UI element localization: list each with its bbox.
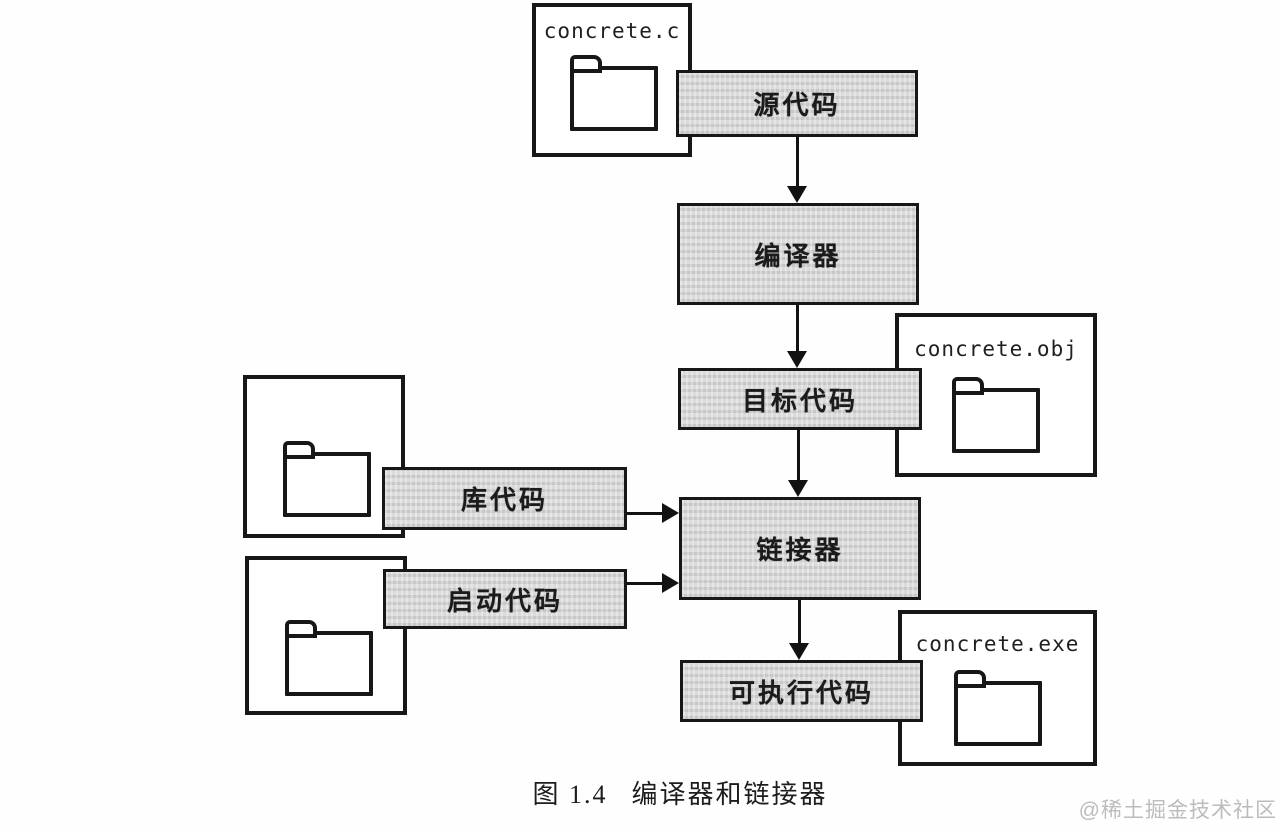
folder-tab	[952, 377, 984, 395]
arrow-object-to-linker-icon	[788, 429, 808, 497]
arrow-shaft	[795, 136, 799, 186]
folder-body	[285, 631, 373, 696]
arrow-head	[662, 573, 679, 593]
figure-caption-title: 编译器和链接器	[631, 780, 828, 809]
folder-body	[570, 66, 658, 131]
arrow-linker-to-executable-icon	[789, 599, 809, 660]
arrow-shaft	[626, 511, 662, 515]
folder-tab	[285, 620, 317, 638]
folder-tab	[570, 55, 602, 73]
node-source-code: 源代码	[676, 70, 918, 137]
arrow-library-to-linker-icon	[626, 503, 679, 523]
arrow-shaft	[795, 304, 799, 351]
folder-body	[952, 388, 1040, 453]
node-startup-code: 启动代码	[383, 569, 627, 629]
filebox-concrete-obj: concrete.obj	[895, 313, 1097, 477]
arrow-head	[787, 351, 807, 368]
filebox-startup	[245, 556, 407, 715]
node-source-code-label: 源代码	[753, 90, 841, 120]
folder-tab	[283, 441, 315, 459]
node-library-code-label: 库代码	[460, 485, 548, 515]
figure-caption-number: 图 1.4	[532, 780, 608, 809]
arrow-head	[789, 643, 809, 660]
arrow-source-to-compiler-icon	[787, 136, 807, 203]
folder-icon	[952, 377, 1040, 453]
folder-body	[283, 452, 371, 517]
node-object-code: 目标代码	[678, 368, 922, 430]
arrow-head	[788, 480, 808, 497]
node-executable-code: 可执行代码	[680, 660, 923, 722]
arrow-compiler-to-object-icon	[787, 304, 807, 368]
filebox-library	[243, 375, 405, 538]
folder-body	[954, 681, 1042, 746]
arrow-shaft	[626, 581, 662, 585]
node-startup-code-label: 启动代码	[446, 585, 563, 616]
watermark-text: @稀土掘金技术社区	[1078, 799, 1277, 822]
folder-icon	[283, 441, 371, 517]
filename-concrete-obj: concrete.obj	[914, 337, 1078, 361]
arrow-head	[662, 503, 679, 523]
figure-caption: 图 1.4 编译器和链接器	[430, 774, 930, 811]
node-linker: 链接器	[679, 497, 921, 600]
folder-icon	[570, 55, 658, 131]
arrow-shaft	[797, 599, 801, 643]
filebox-concrete-c: concrete.c	[532, 3, 692, 157]
folder-tab	[954, 670, 986, 688]
folder-icon	[285, 620, 373, 696]
arrow-head	[787, 186, 807, 203]
node-library-code: 库代码	[382, 467, 627, 530]
arrow-shaft	[796, 429, 800, 480]
node-compiler-label: 编译器	[754, 240, 842, 271]
folder-icon	[954, 670, 1042, 746]
filebox-concrete-exe: concrete.exe	[898, 610, 1097, 766]
filename-concrete-exe: concrete.exe	[915, 632, 1080, 656]
arrow-startup-to-linker-icon	[626, 573, 679, 593]
node-compiler: 编译器	[677, 203, 919, 305]
node-object-code-label: 目标代码	[741, 385, 858, 416]
node-linker-label: 链接器	[756, 535, 844, 565]
filename-concrete-c: concrete.c	[543, 19, 681, 43]
node-executable-code-label: 可执行代码	[728, 677, 874, 708]
